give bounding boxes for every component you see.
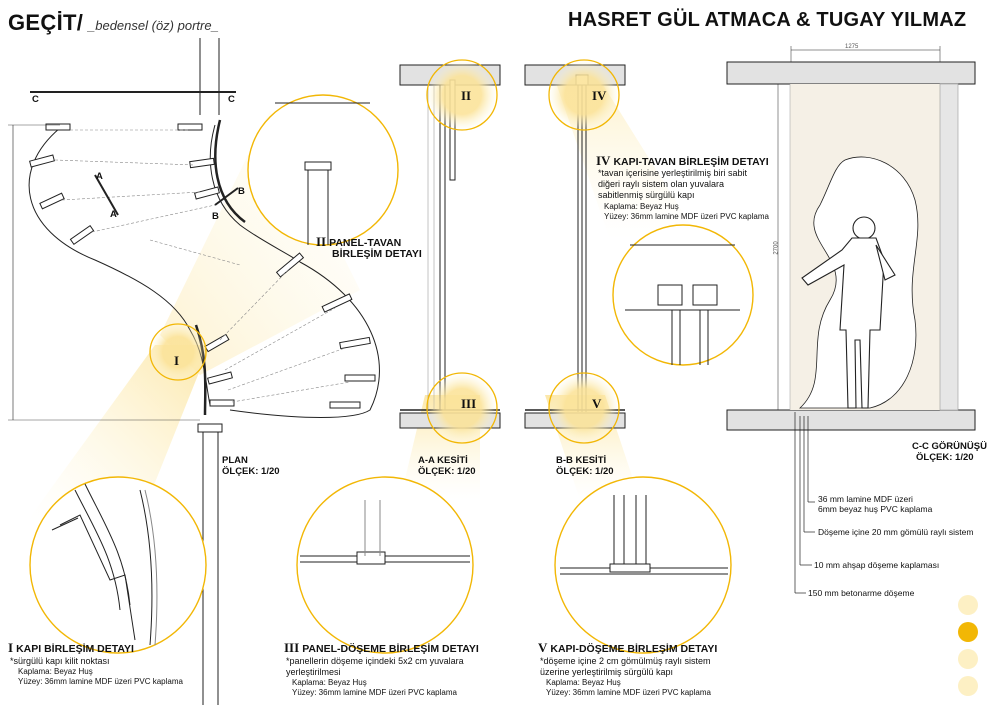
detail-5-title-text: KAPI-DÖŞEME BİRLEŞİM DETAYI (550, 643, 718, 655)
detail-5-cladding: Kaplama: Beyaz Huş (546, 678, 621, 687)
sheet-subtitle: _bedensel (öz) portre_ (88, 18, 219, 33)
detail-4-note-1: *tavan içerisine yerleştirilmiş biri sab… (598, 168, 748, 178)
aa-marker-top: II (461, 88, 472, 103)
sheet-title: GEÇİT/ (8, 10, 84, 35)
detail-3-title-text: PANEL-DÖŞEME BİRLEŞİM DETAYI (302, 643, 479, 655)
detail-2-title-line1: PANEL-TAVAN (329, 237, 402, 249)
section-a-top-label: A (96, 171, 103, 182)
detail-4-surface: Yüzey: 36mm lamine MDF üzeri PVC kaplama (604, 212, 769, 221)
detail-3-surface: Yüzey: 36mm lamine MDF üzeri PVC kaplama (292, 688, 457, 697)
decor-dots (958, 595, 978, 696)
detail-3-cladding: Kaplama: Beyaz Huş (292, 678, 367, 687)
plan-scale: ÖLÇEK: 1/20 (222, 466, 280, 477)
bb-marker-bottom: V (592, 396, 602, 411)
detail-4-title-text: KAPI-TAVAN BİRLEŞİM DETAYI (613, 156, 769, 168)
detail-4-note-3: sabitlenmiş sürgülü kapı (598, 190, 695, 200)
detail-3-drawing (300, 500, 470, 565)
legend-item-4: 150 mm betonarme döşeme (808, 588, 915, 598)
legend-item-1-line1: 36 mm lamine MDF üzeri (818, 494, 913, 504)
section-aa-label: A-A KESİTİ (418, 455, 468, 466)
cc-dimension-height: 2700 (773, 241, 780, 255)
detail-1-note: *sürgülü kapı kilit noktası (10, 656, 110, 666)
authors: HASRET GÜL ATMACA & TUGAY YILMAZ (568, 9, 967, 31)
detail-markers (149, 59, 620, 444)
detail-2-drawing (275, 102, 370, 245)
detail-1-numeral: I (8, 640, 14, 655)
section-c-left-label: C (32, 94, 39, 105)
bb-marker-top: IV (592, 88, 607, 103)
detail-3-numeral: III (284, 640, 300, 655)
detail-1-title-text: KAPI BİRLEŞİM DETAYI (16, 643, 134, 655)
cc-dimension-top: 1275 (845, 44, 859, 50)
detail-4-numeral: IV (596, 153, 611, 168)
elevation-cc-drawing (726, 46, 976, 594)
detail-2-title-line2: BİRLEŞİM DETAYI (332, 248, 422, 260)
detail-5-drawing (560, 495, 728, 575)
section-bb-label: B-B KESİTİ (556, 455, 607, 466)
plan-label: PLAN (222, 455, 248, 466)
plan-detail-marker: I (174, 353, 180, 368)
detail-5-note-2: üzerine yerleştirilmiş sürgülü kapı (540, 667, 674, 677)
aa-marker-bottom: III (461, 396, 477, 411)
elevation-cc-label: C-C GÖRÜNÜŞÜ (912, 441, 987, 452)
detail-3-note-2: yerleştirilmesi (286, 667, 341, 677)
section-a-bottom-label: A (110, 209, 117, 220)
section-bb-scale: ÖLÇEK: 1/20 (556, 466, 614, 477)
detail-2-numeral: II (316, 234, 327, 249)
detail-4-note-2: diğeri raylı sistem olan yuvalara (598, 179, 725, 189)
detail-5-note-1: *döşeme içine 2 cm gömülmüş raylı sistem (540, 656, 711, 666)
section-b-bottom-label: B (212, 211, 219, 222)
legend-item-2: Döşeme içine 20 mm gömülü raylı sistem (818, 527, 974, 537)
section-c-right-label: C (228, 94, 235, 105)
detail-3-note-1: *panellerin döşeme içindeki 5x2 cm yuval… (286, 656, 464, 666)
detail-1-surface: Yüzey: 36mm lamine MDF üzeri PVC kaplama (18, 677, 183, 686)
section-aa-scale: ÖLÇEK: 1/20 (418, 466, 476, 477)
legend-item-3: 10 mm ahşap döşeme kaplaması (814, 560, 940, 570)
elevation-cc-scale: ÖLÇEK: 1/20 (916, 452, 974, 463)
detail-1-drawing (51, 483, 158, 646)
detail-4-drawing (625, 244, 740, 365)
section-b-top-label: B (238, 186, 245, 197)
detail-4-cladding: Kaplama: Beyaz Huş (604, 202, 679, 211)
detail-5-surface: Yüzey: 36mm lamine MDF üzeri PVC kaplama (546, 688, 711, 697)
legend-item-1-line2: 6mm beyaz huş PVC kaplama (818, 504, 933, 514)
detail-1-cladding: Kaplama: Beyaz Huş (18, 667, 93, 676)
detail-5-numeral: V (538, 640, 548, 655)
